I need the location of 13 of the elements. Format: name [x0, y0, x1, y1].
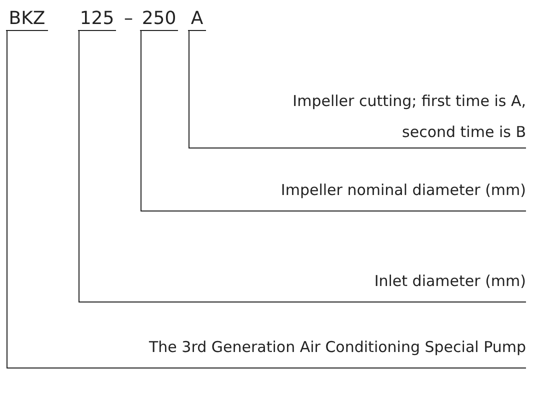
description-text: Impeller cutting; first time is A, second time is B — [262, 86, 526, 148]
leader-line — [78, 30, 526, 302]
model-code: A — [188, 8, 206, 31]
description-text: The 3rd Generation Air Conditioning Special Pump — [60, 332, 526, 363]
separator-dash: – — [124, 8, 133, 30]
leader-line — [6, 30, 526, 368]
model-code: BKZ — [6, 8, 48, 31]
model-code: 125 — [78, 8, 116, 31]
description-text: Impeller nominal diameter (mm) — [230, 175, 526, 206]
leader-line — [188, 30, 526, 148]
leader-line — [140, 30, 526, 212]
model-code: 250 — [140, 8, 178, 31]
description-text: Inlet diameter (mm) — [300, 266, 526, 297]
